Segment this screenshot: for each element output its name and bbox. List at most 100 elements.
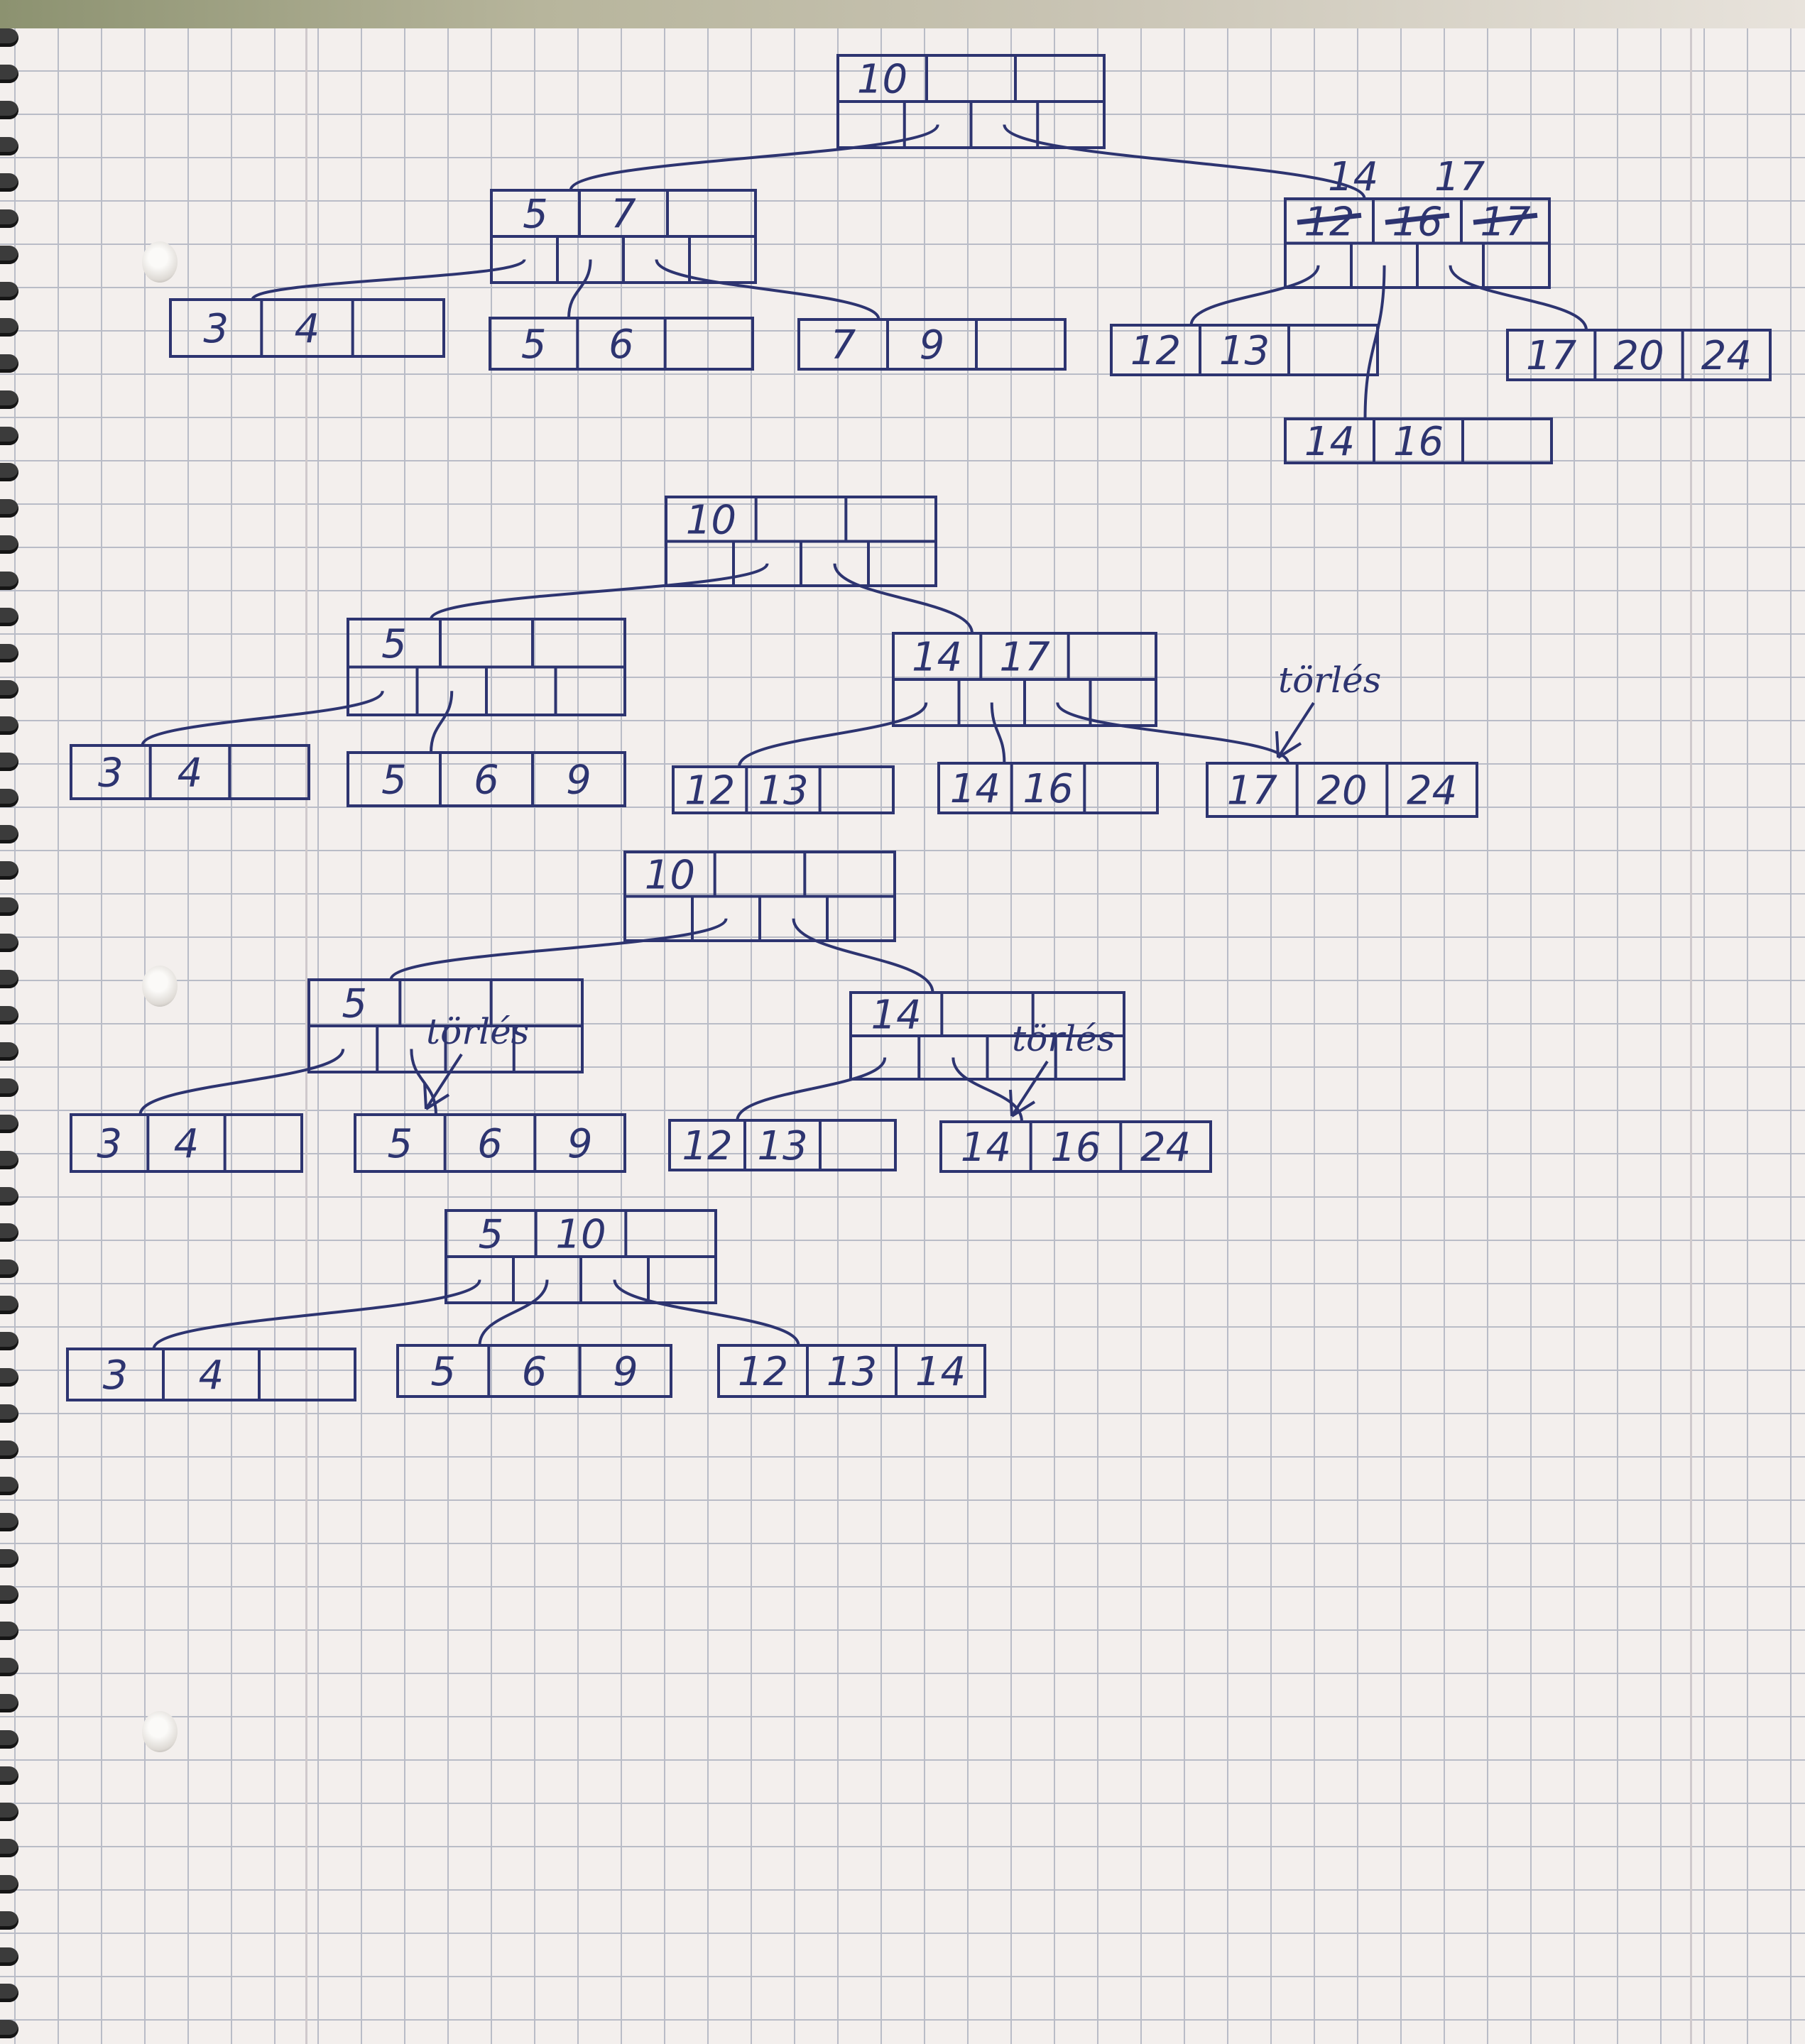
node-key-row bbox=[347, 751, 626, 807]
node-key: 4 bbox=[199, 1352, 224, 1399]
spiral-ring bbox=[0, 318, 18, 337]
spiral-ring bbox=[0, 1839, 18, 1857]
spiral-ring bbox=[0, 1259, 18, 1278]
state-1-leaf-node-4: 17 20 24 bbox=[1206, 762, 1478, 818]
arrow-to-deleted-key bbox=[1009, 1060, 1049, 1117]
node-key: 14 bbox=[961, 1125, 1011, 1171]
node-key: 5 bbox=[381, 621, 407, 667]
node-key: 10 bbox=[686, 497, 736, 543]
spiral-ring bbox=[0, 246, 18, 264]
tree-edge bbox=[251, 258, 526, 301]
node-key: 17 bbox=[1227, 768, 1278, 814]
node-key: 7 bbox=[831, 322, 856, 368]
spiral-ring bbox=[0, 1766, 18, 1785]
spiral-ring bbox=[0, 1585, 18, 1604]
state-1-internal-node-0: 5 bbox=[347, 618, 626, 716]
node-key: 16 bbox=[1050, 1125, 1101, 1171]
spiral-ring bbox=[0, 1622, 18, 1640]
node-key: 13 bbox=[757, 1123, 807, 1169]
spiral-ring bbox=[0, 1803, 18, 1821]
tree-edge bbox=[478, 1279, 549, 1346]
spiral-ring bbox=[0, 173, 18, 192]
spiral-ring bbox=[0, 572, 18, 590]
node-key: 6 bbox=[609, 322, 634, 368]
node-key-row bbox=[672, 765, 895, 814]
node-key: 3 bbox=[97, 1121, 122, 1167]
spiral-ring bbox=[0, 1332, 18, 1350]
state-1-leaf-node-3: 14 16 bbox=[937, 762, 1159, 814]
spiral-ring bbox=[0, 680, 18, 699]
spiral-ring bbox=[0, 934, 18, 952]
node-key: 5 bbox=[388, 1121, 413, 1167]
node-key: 4 bbox=[295, 306, 320, 352]
spiral-ring bbox=[0, 463, 18, 481]
spiral-ring bbox=[0, 1404, 18, 1423]
state-1-root-node: 10 bbox=[665, 496, 937, 587]
page-top-edge bbox=[0, 0, 1805, 28]
node-key: 6 bbox=[522, 1349, 547, 1395]
spiral-ring bbox=[0, 789, 18, 807]
node-key: 16 bbox=[1023, 766, 1073, 812]
node-key: 24 bbox=[1407, 768, 1457, 814]
node-key: 5 bbox=[342, 981, 367, 1027]
spiral-ring bbox=[0, 608, 18, 626]
spiral-ring bbox=[0, 1042, 18, 1061]
spiral-ring bbox=[0, 427, 18, 445]
strike-through bbox=[1385, 212, 1450, 225]
tree-edge bbox=[1363, 265, 1386, 420]
replacement-key: 14 bbox=[1328, 154, 1378, 200]
spiral-ring bbox=[0, 1549, 18, 1568]
node-key: 10 bbox=[555, 1212, 606, 1258]
node-key: 5 bbox=[381, 758, 407, 804]
node-key: 14 bbox=[950, 766, 1000, 812]
node-key-row bbox=[668, 1119, 897, 1171]
tree-edge bbox=[1003, 124, 1366, 200]
node-key: 4 bbox=[174, 1121, 200, 1167]
node-key: 17 bbox=[1526, 333, 1577, 379]
node-key: 12 bbox=[738, 1349, 788, 1395]
tree-edge bbox=[138, 1049, 345, 1115]
spiral-ring bbox=[0, 209, 18, 228]
node-key: 9 bbox=[613, 1349, 638, 1395]
tree-edge bbox=[792, 918, 934, 993]
node-key: 9 bbox=[566, 758, 591, 804]
spiral-ring bbox=[0, 1115, 18, 1133]
node-key-row bbox=[1284, 417, 1553, 464]
node-key: 12 bbox=[1130, 328, 1181, 374]
spiral-ring bbox=[0, 1947, 18, 1966]
spiral-ring bbox=[0, 1513, 18, 1531]
strike-through bbox=[1297, 212, 1362, 225]
node-key-row bbox=[1110, 324, 1379, 376]
spiral-ring bbox=[0, 137, 18, 155]
punch-hole-3 bbox=[142, 1711, 178, 1752]
node-key: 3 bbox=[103, 1352, 129, 1399]
spiral-ring bbox=[0, 1151, 18, 1169]
tree-edge bbox=[736, 1057, 887, 1121]
node-key: 20 bbox=[1316, 768, 1367, 814]
spiral-ring bbox=[0, 1296, 18, 1314]
spiral-ring bbox=[0, 101, 18, 119]
spiral-ring bbox=[0, 1078, 18, 1097]
spiral-ring bbox=[0, 28, 18, 47]
node-key: 24 bbox=[1140, 1125, 1191, 1171]
spiral-ring bbox=[0, 390, 18, 409]
node-key: 17 bbox=[999, 635, 1050, 681]
node-key-row bbox=[66, 1348, 356, 1401]
tree-edge bbox=[430, 691, 454, 753]
node-key-row bbox=[169, 298, 445, 358]
node-key: 14 bbox=[871, 993, 922, 1039]
node-key: 20 bbox=[1613, 333, 1664, 379]
spiral-ring bbox=[0, 354, 18, 373]
node-key: 5 bbox=[523, 192, 548, 238]
tree-edge bbox=[389, 918, 728, 980]
deletion-note: törlés bbox=[1278, 660, 1381, 701]
